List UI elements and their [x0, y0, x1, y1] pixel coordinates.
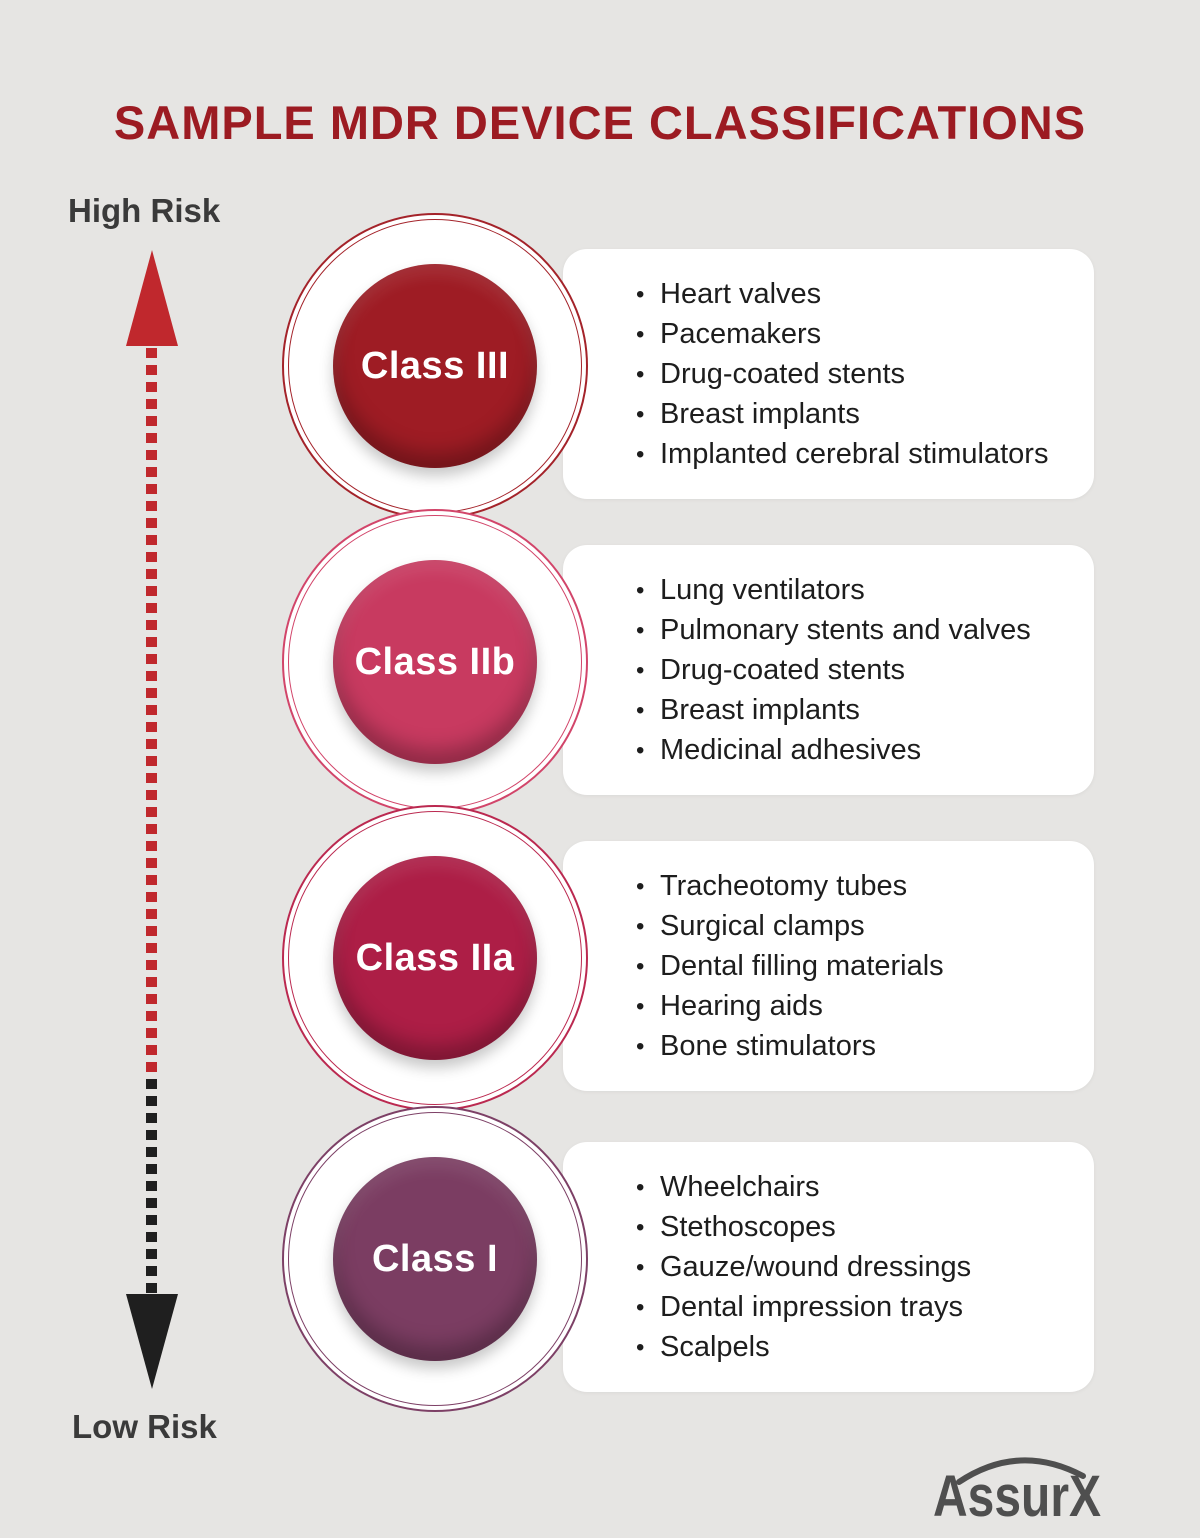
logo-text: AssurX: [933, 1464, 1101, 1524]
risk-arrow-dashed-line-high: [146, 348, 157, 1079]
device-list: Heart valvesPacemakersDrug-coated stents…: [563, 274, 1058, 475]
class-circle-inner: Class I: [333, 1157, 537, 1361]
class-circle: Class I: [282, 1106, 588, 1412]
class-label: Class I: [371, 1237, 499, 1280]
device-list-item: Hearing aids: [636, 986, 944, 1027]
device-list: WheelchairsStethoscopesGauze/wound dress…: [563, 1167, 981, 1368]
device-list-item: Wheelchairs: [636, 1167, 971, 1208]
device-list: Lung ventilatorsPulmonary stents and val…: [563, 570, 1041, 771]
device-list-item: Breast implants: [636, 394, 1048, 435]
device-panel: Tracheotomy tubesSurgical clampsDental f…: [563, 841, 1094, 1091]
risk-arrow-dashed-line-low: [146, 1079, 157, 1293]
class-row-iia: Tracheotomy tubesSurgical clampsDental f…: [0, 805, 1200, 1111]
device-list-item: Surgical clamps: [636, 906, 944, 947]
class-label: Class IIa: [355, 936, 515, 979]
class-label: Class IIb: [354, 640, 516, 683]
low-risk-label: Low Risk: [72, 1408, 217, 1445]
class-row-iib: Lung ventilatorsPulmonary stents and val…: [0, 509, 1200, 815]
logo-swoosh-icon: [956, 1457, 1086, 1485]
device-list-item: Tracheotomy tubes: [636, 866, 944, 907]
device-list-item: Lung ventilators: [636, 570, 1031, 611]
class-row-i: WheelchairsStethoscopesGauze/wound dress…: [0, 1106, 1200, 1412]
class-circle-inner: Class III: [333, 264, 537, 468]
device-list-item: Medicinal adhesives: [636, 730, 1031, 771]
page-title: SAMPLE MDR DEVICE CLASSIFICATIONS: [113, 96, 1087, 150]
device-list-item: Breast implants: [636, 690, 1031, 731]
device-list-item: Stethoscopes: [636, 1207, 971, 1248]
device-list-item: Implanted cerebral stimulators: [636, 434, 1048, 475]
device-list-item: Bone stimulators: [636, 1026, 944, 1067]
device-list-item: Dental impression trays: [636, 1287, 971, 1328]
device-panel: Lung ventilatorsPulmonary stents and val…: [563, 545, 1094, 795]
class-circle: Class III: [282, 213, 588, 519]
class-label: Class III: [360, 344, 510, 387]
device-list-item: Pacemakers: [636, 314, 1048, 355]
class-circle-inner: Class IIa: [333, 856, 537, 1060]
device-panel: Heart valvesPacemakersDrug-coated stents…: [563, 249, 1094, 499]
class-row-iii: Heart valvesPacemakersDrug-coated stents…: [0, 213, 1200, 519]
device-list-item: Dental filling materials: [636, 946, 944, 987]
class-circle-inner: Class IIb: [333, 560, 537, 764]
device-list-item: Gauze/wound dressings: [636, 1247, 971, 1288]
class-circle: Class IIa: [282, 805, 588, 1111]
device-list-item: Drug-coated stents: [636, 650, 1031, 691]
device-list-item: Scalpels: [636, 1327, 971, 1368]
class-circle: Class IIb: [282, 509, 588, 815]
high-risk-label: High Risk: [68, 192, 221, 229]
device-list-item: Heart valves: [636, 274, 1048, 315]
device-panel: WheelchairsStethoscopesGauze/wound dress…: [563, 1142, 1094, 1392]
device-list-item: Drug-coated stents: [636, 354, 1048, 395]
device-list-item: Pulmonary stents and valves: [636, 610, 1031, 651]
device-list: Tracheotomy tubesSurgical clampsDental f…: [563, 866, 954, 1067]
assurx-logo: AssurX: [933, 1457, 1101, 1524]
